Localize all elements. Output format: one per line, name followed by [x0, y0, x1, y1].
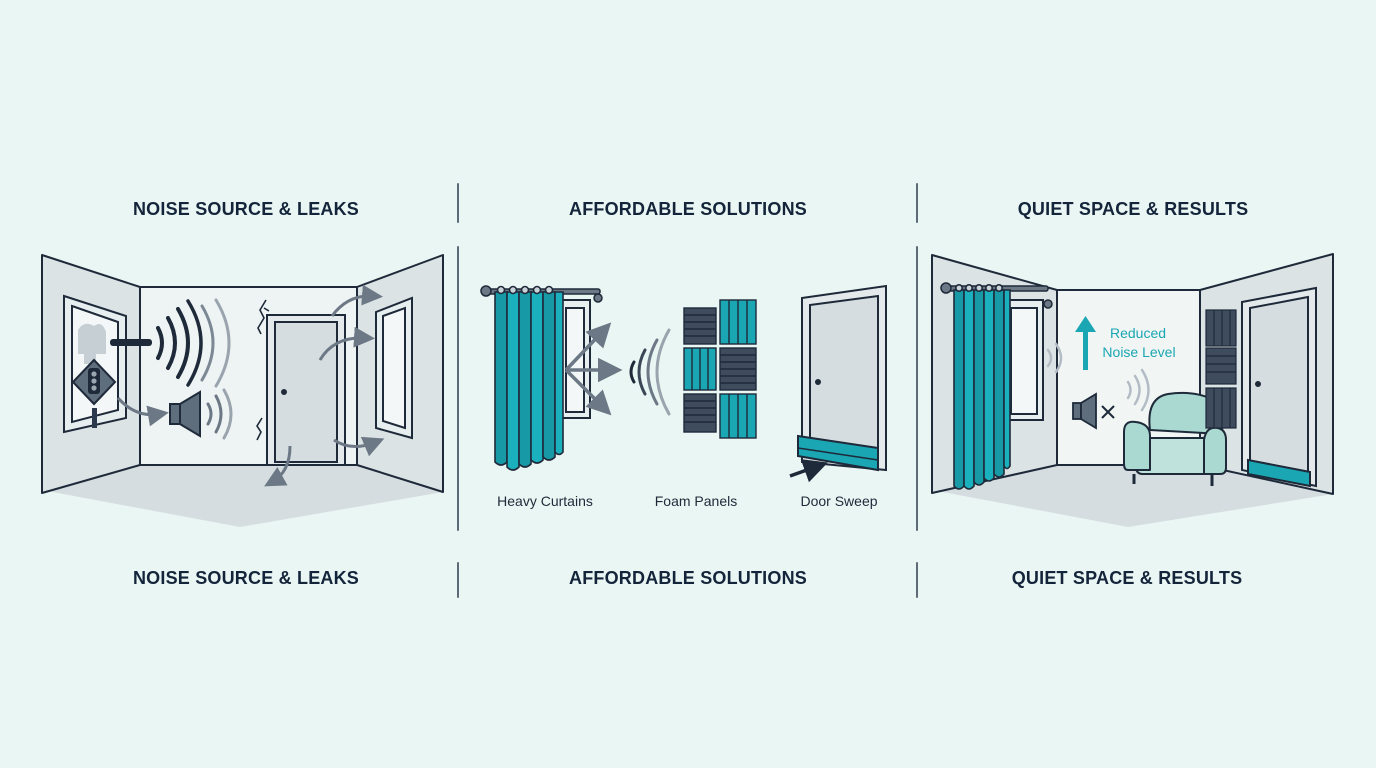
divider-bottom-1 [457, 562, 459, 598]
divider-top-1 [457, 183, 459, 223]
panel-1-footer: NOISE SOURCE & LEAKS [132, 568, 360, 588]
panel-2-title: AFFORDABLE SOLUTIONS [569, 199, 807, 219]
curtains-quiet [953, 283, 1011, 490]
traffic-light-icon [71, 358, 117, 428]
window-right [375, 296, 413, 440]
sound-waves-incoming [629, 328, 671, 416]
divider-mid-2 [916, 246, 918, 531]
divider-mid-1 [457, 246, 459, 531]
up-arrow-icon [1075, 316, 1096, 370]
annotation-reduced: Reduced [1109, 325, 1167, 341]
muted-speaker-icon [1072, 392, 1115, 430]
speaker-icon [169, 388, 233, 440]
foam-panels-quiet [1205, 309, 1237, 429]
heavy-curtains-icon [494, 285, 564, 471]
divider-top-2 [916, 183, 918, 223]
panel-1-title: NOISE SOURCE & LEAKS [132, 199, 360, 219]
panel-2-footer: AFFORDABLE SOLUTIONS [569, 568, 807, 588]
divider-bottom-2 [916, 562, 918, 598]
foam-panels-icon [683, 299, 757, 439]
faint-waves [1046, 342, 1150, 412]
window-behind-curtain [559, 299, 591, 419]
annotation-noise-level: Noise Level [1102, 344, 1176, 360]
caption-heavy-curtains: Heavy Curtains [497, 493, 593, 509]
door-sweep-icon [797, 284, 887, 472]
sound-waves-loud [156, 298, 231, 388]
reflection-arrows [564, 322, 623, 416]
noise-beam [110, 339, 152, 346]
panel-3-footer: QUIET SPACE & RESULTS [1011, 568, 1243, 588]
leak-arrow-window [116, 396, 169, 427]
sweep-arrow [789, 459, 828, 483]
armchair-icon [1123, 391, 1227, 486]
caption-foam-panels: Foam Panels [654, 493, 738, 509]
door-panel-1 [266, 314, 346, 466]
door-quiet [1241, 286, 1317, 488]
leak-arrows [264, 284, 385, 487]
panel-3-title: QUIET SPACE & RESULTS [1017, 199, 1249, 219]
wall-cracks [256, 299, 270, 441]
caption-door-sweep: Door Sweep [800, 493, 878, 509]
